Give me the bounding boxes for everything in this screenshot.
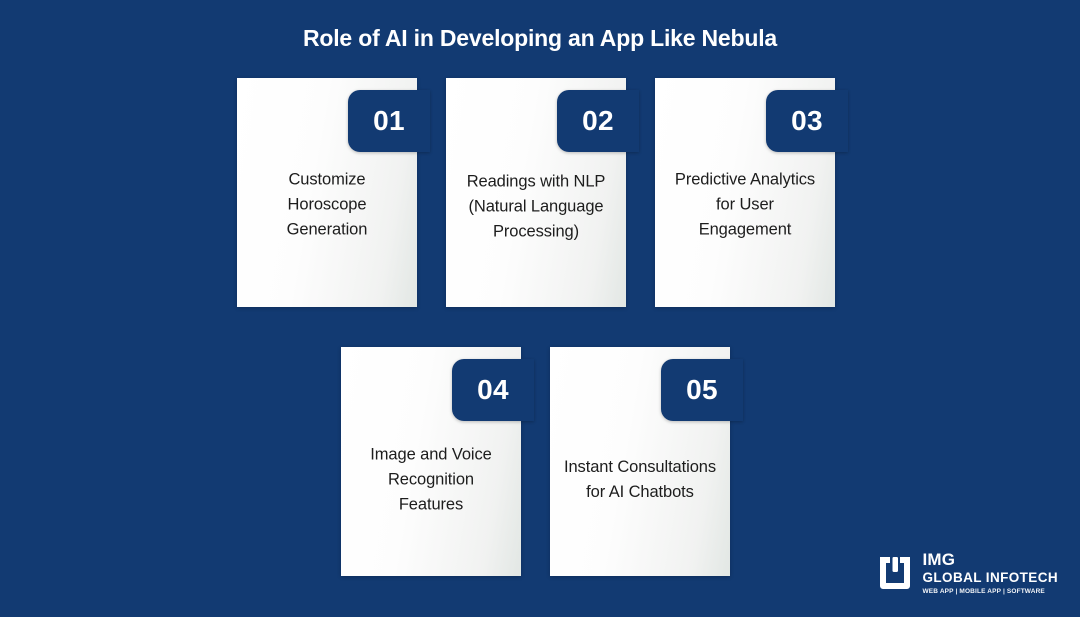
card-label: Instant Consultations for AI Chatbots: [564, 457, 716, 501]
page-title: Role of AI in Developing an App Like Neb…: [302, 25, 778, 51]
logo-tagline: WEB APP | MOBILE APP | SOFTWARE: [922, 587, 1045, 595]
card-row-bottom: 04 Image and Voice Recognition Features …: [341, 347, 743, 576]
card-number-badge: 02: [557, 90, 639, 152]
img-bracket-logo-icon: [879, 557, 910, 589]
card-number-badge: 01: [348, 90, 430, 152]
card-number-badge: 04: [452, 359, 534, 421]
card-label: Customize Horoscope Generation: [286, 169, 368, 239]
card-label: Predictive Analytics for User Engagement: [674, 169, 816, 239]
logo-text-block: IMG GLOBAL INFOTECH WEB APP | MOBILE APP…: [923, 551, 1059, 595]
info-card: 01 Customize Horoscope Generation: [237, 78, 430, 307]
card-label: Readings with NLP (Natural Language Proc…: [466, 171, 606, 241]
logo-name: IMG: [922, 550, 956, 569]
card-number-badge: 03: [766, 90, 848, 152]
card-label: Image and Voice Recognition Features: [370, 444, 492, 514]
logo-subtitle: GLOBAL INFOTECH: [922, 570, 1058, 585]
brand-logo: IMG GLOBAL INFOTECH WEB APP | MOBILE APP…: [876, 551, 1059, 595]
info-card: 04 Image and Voice Recognition Features: [341, 347, 534, 576]
info-card: 05 Instant Consultations for AI Chatbots: [550, 347, 743, 576]
card-row-top: 01 Customize Horoscope Generation 02 Rea…: [237, 78, 848, 307]
info-card: 02 Readings with NLP (Natural Language P…: [446, 78, 639, 307]
card-number-badge: 05: [661, 359, 743, 421]
info-card: 03 Predictive Analytics for User Engagem…: [655, 78, 848, 307]
